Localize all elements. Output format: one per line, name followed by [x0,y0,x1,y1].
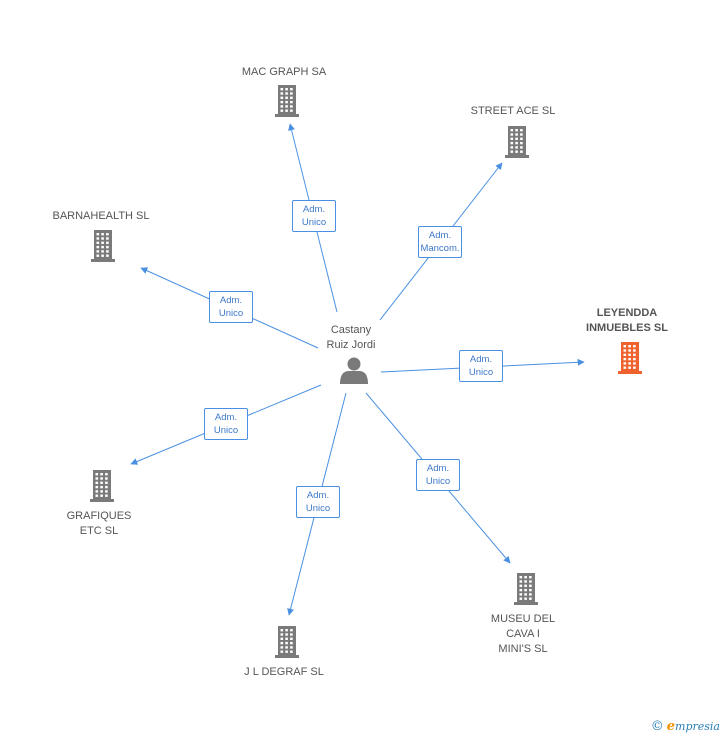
building-icon-grafiques [90,470,114,502]
relation-label-mac: Adm. Unico [292,200,336,232]
empresia-watermark: ©empresia [651,719,720,734]
copyright-icon: © [650,719,664,734]
relation-label-street: Adm. Mancom. [418,226,462,258]
building-icon-mac [275,85,299,117]
building-icon-museu [514,573,538,605]
building-icon-barna [91,230,115,262]
company-name-leyendda: LEYENDDA INMUEBLES SL [586,307,668,334]
relation-label-barna: Adm. Unico [209,291,253,323]
company-name-barna: BARNAHEALTH SL [52,210,150,222]
brand-name: mpresia [675,720,720,733]
relation-label-leyendda: Adm. Unico [459,350,503,382]
relation-label-grafiques: Adm. Unico [204,408,248,440]
company-name-museu: MUSEU DEL CAVA I MINI'S SL [490,613,556,655]
building-icon-street [505,126,529,158]
company-name-street: STREET ACE SL [470,105,556,117]
company-name-grafiques: GRAFIQUES ETC SL [66,510,132,537]
company-name-mac: MAC GRAPH SA [241,66,327,78]
person-icon [340,357,368,384]
relation-label-museu: Adm. Unico [416,459,460,491]
relation-label-degraf: Adm. Unico [296,486,340,518]
person-name: Castany Ruiz Jordi [326,324,376,351]
building-icon-degraf [275,626,299,658]
company-name-degraf: J L DEGRAF SL [244,666,324,678]
brand-initial: e [666,719,676,734]
building-icon-leyendda [618,342,642,374]
